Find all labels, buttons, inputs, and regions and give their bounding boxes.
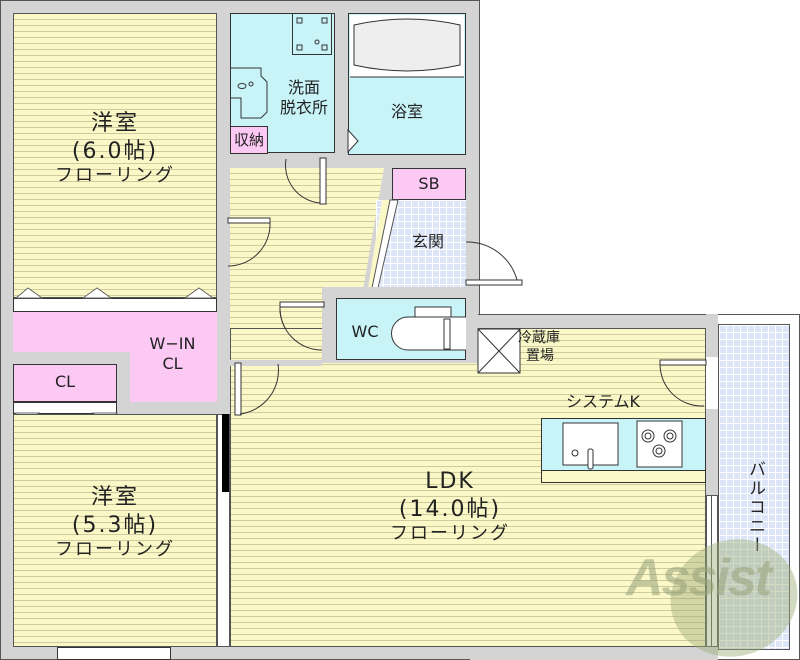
window-bottom xyxy=(57,647,171,660)
closet-label: CL xyxy=(54,372,76,391)
kitchen-sink-icon xyxy=(562,422,619,470)
western-room-1-name: 洋室 xyxy=(90,111,139,136)
washroom-line1: 洗面 xyxy=(287,78,320,97)
fridge-space-line1: 冷蔵庫 xyxy=(518,330,560,346)
bathroom-label: 浴室 xyxy=(390,102,423,121)
fridge-space-line2: 置場 xyxy=(526,347,554,364)
western-room-2-name: 洋室 xyxy=(90,485,139,510)
western-room-2 xyxy=(13,414,217,647)
washroom-label: 洗面 脱衣所 xyxy=(270,78,338,118)
western-room-2-floor: フローリング xyxy=(55,539,175,560)
washroom-line2: 脱衣所 xyxy=(279,98,328,117)
toilet-label-front: WC xyxy=(351,322,379,341)
walk-in-closet-doors xyxy=(13,298,217,312)
balcony-door-opening xyxy=(706,357,718,409)
system-kitchen-label: システムK xyxy=(565,392,640,411)
ldk-door-icon-front[interactable] xyxy=(232,360,282,420)
western-room-2-size: (5.3帖) xyxy=(71,512,159,538)
closet-door-arrows-top xyxy=(14,287,215,299)
window-divider xyxy=(711,496,712,646)
balcony-window xyxy=(706,495,718,647)
ldk-size: (14.0帖) xyxy=(398,496,502,522)
gas-stove-icon xyxy=(636,420,683,468)
assist-watermark-text: Assist xyxy=(626,549,772,607)
balcony[interactable] xyxy=(718,324,790,650)
room1-door-icon[interactable] xyxy=(218,217,276,268)
shoe-box: SB xyxy=(392,168,466,200)
washing-machine-icon xyxy=(296,17,328,51)
entrance-door-icon[interactable] xyxy=(465,240,526,290)
washing-machine-space xyxy=(292,13,332,55)
ldk-name: LDK xyxy=(425,469,475,494)
walk-in-closet-line2: CL xyxy=(162,354,183,373)
closet-doors xyxy=(13,402,117,414)
entrance-wall-diagonal xyxy=(368,199,399,289)
entrance-label: 玄関 xyxy=(411,232,444,251)
western-room-1-label: 洋室 (6.0帖) フローリング xyxy=(13,110,217,188)
balcony-label: バルコニー xyxy=(745,460,765,555)
toilet-fixture-icon-front xyxy=(391,306,466,351)
balcony-door-icon[interactable] xyxy=(658,358,708,408)
western-room-1-size: (6.0帖) xyxy=(71,138,159,164)
fridge-space-icon xyxy=(477,328,521,374)
ldk-floor: フローリング xyxy=(390,523,510,544)
washroom-door-icon[interactable] xyxy=(284,155,332,205)
fridge-space-label: 冷蔵庫 置場 xyxy=(518,330,578,365)
ldk xyxy=(230,328,706,647)
sliding-door-black xyxy=(222,414,229,492)
western-room-2-label: 洋室 (5.3帖) フローリング xyxy=(13,484,217,562)
western-room-1 xyxy=(13,13,217,298)
toilet-door-icon-front[interactable] xyxy=(278,300,336,352)
bathtub-icon xyxy=(350,15,464,78)
wash-basin-icon xyxy=(231,67,268,119)
ldk-label: LDK (14.0帖) フローリング xyxy=(330,468,570,546)
assist-watermark-logo xyxy=(670,539,798,657)
hall-ldk-wall xyxy=(217,360,322,366)
storage: 収納 xyxy=(230,126,268,154)
walk-in-closet-label: W−IN CL xyxy=(130,334,215,374)
closet xyxy=(13,364,117,402)
western-room-1-floor: フローリング xyxy=(55,165,175,186)
bathroom-door-icon xyxy=(347,128,359,154)
walk-in-closet-line1: W−IN xyxy=(149,334,196,353)
